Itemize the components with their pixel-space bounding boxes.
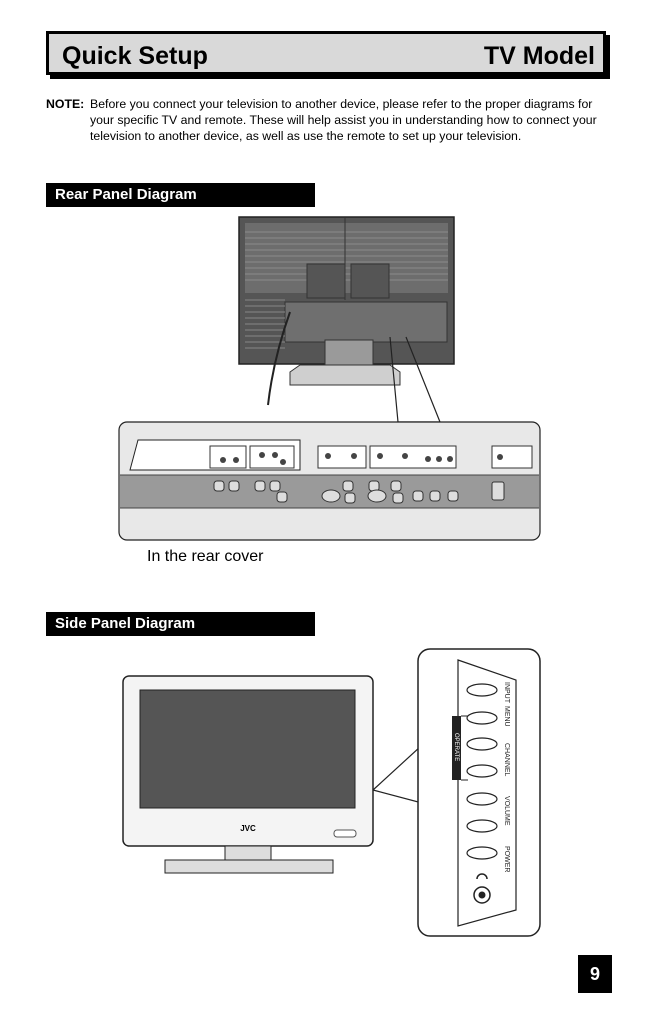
tv-front-illustration <box>122 675 374 874</box>
power-button <box>466 846 498 860</box>
channel-up-button <box>466 737 498 751</box>
volume-label: VOLUME <box>503 796 510 826</box>
jvc-logo: JVC <box>240 824 256 833</box>
side-panel-heading: Side Panel Diagram <box>46 612 315 636</box>
rear-cover-caption: In the rear cover <box>147 548 264 565</box>
operate-label: OPERATE <box>453 733 459 761</box>
terminal-panel-closeup <box>118 421 541 541</box>
input-label: INPUT <box>503 682 510 704</box>
menu-button <box>466 711 498 725</box>
note-label: NOTE: <box>46 97 85 111</box>
channel-label: CHANNEL <box>503 743 510 777</box>
tv-model-title: TV Model <box>483 42 595 70</box>
rear-panel-diagram <box>118 216 541 541</box>
input-button <box>466 683 498 697</box>
page-header: Quick Setup TV Model <box>46 31 606 75</box>
page-title: Quick Setup <box>62 42 208 70</box>
tv-back-illustration <box>238 216 455 406</box>
page-number: 9 <box>578 955 612 993</box>
power-label: POWER <box>503 846 510 872</box>
note-block: NOTE: Before you connect your television… <box>46 96 616 144</box>
rear-panel-heading: Rear Panel Diagram <box>46 183 315 207</box>
note-text: Before you connect your television to an… <box>90 97 597 143</box>
volume-down-button <box>466 819 498 833</box>
headphone-icon <box>476 873 488 880</box>
menu-label: MENU <box>503 706 510 727</box>
volume-up-button <box>466 792 498 806</box>
channel-down-button <box>466 764 498 778</box>
side-panel-diagram: JVC INPUT MENU CHANNEL VOLUME POWER OPER… <box>122 648 541 937</box>
